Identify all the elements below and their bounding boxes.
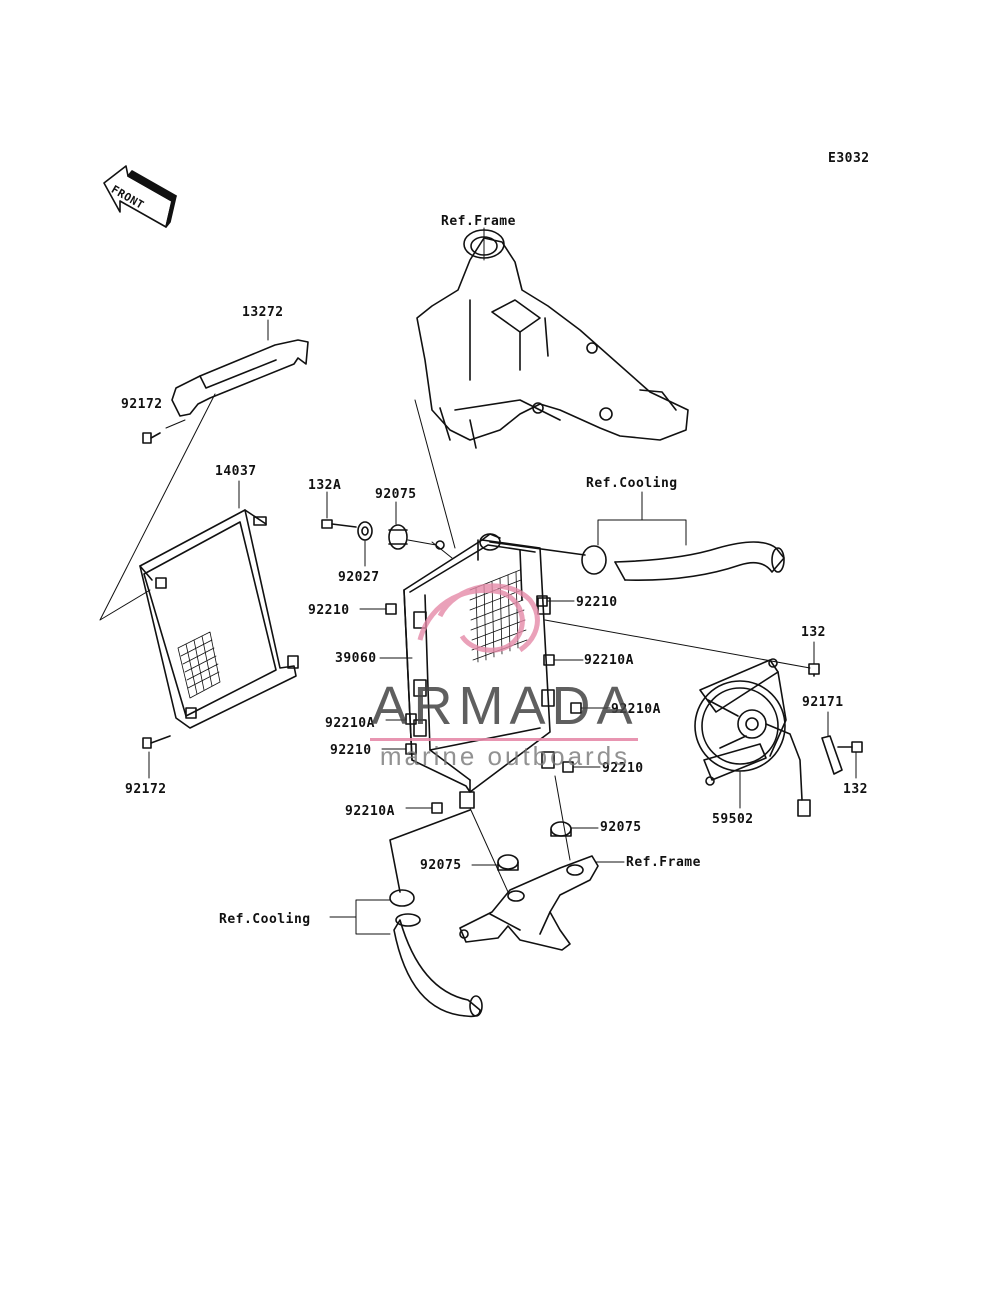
label-ref-cooling-bottom: Ref.Cooling [219,912,311,927]
fan-59502 [694,658,811,817]
clip-92210a-left-2 [431,802,443,814]
hose-top [489,541,785,582]
label-39060: 39060 [335,651,377,666]
label-92172-top: 92172 [121,397,163,412]
label-14037: 14037 [215,464,257,479]
label-92172-bottom: 92172 [125,782,167,797]
label-92210-left-2: 92210 [330,743,372,758]
watermark-subtitle: marine outboards [379,741,631,771]
label-13272: 13272 [242,305,284,320]
clip-92210a-left-1 [405,713,417,725]
label-92075-top: 92075 [375,487,417,502]
diagram-code: E3032 [828,151,870,166]
label-92210-right-1: 92210 [576,595,618,610]
label-92027: 92027 [338,570,380,585]
label-92210a-left-2: 92210A [345,804,395,819]
watermark-underline [370,738,638,741]
radiator-39060 [403,533,555,809]
bracket-13272 [171,339,309,417]
label-92075-right: 92075 [600,820,642,835]
label-92210a-left-1: 92210A [325,716,375,731]
label-59502: 59502 [712,812,754,827]
frame-bottom-part [459,855,599,951]
grommet-92075-bottom [497,854,519,871]
hose-bottom [389,809,483,1018]
front-arrow-icon [103,165,177,228]
clip-92210-left-1 [385,603,397,615]
label-92075-bottom: 92075 [420,858,462,873]
bolt-132-top [808,663,820,677]
bolt-92172-bottom [142,735,171,749]
grommet-92075-right [550,821,572,837]
label-92210a-right-2: 92210A [611,702,661,717]
label-92171: 92171 [802,695,844,710]
watermark-brand: ARMADA [371,676,639,736]
grille-mesh [177,631,221,699]
label-ref-frame-bottom: Ref.Frame [626,855,701,870]
label-92210-left-1: 92210 [308,603,350,618]
watermark-logo-icon [417,583,540,653]
bolt-92172-top [142,432,161,444]
frame-top-part [416,229,689,449]
label-ref-cooling-top: Ref.Cooling [586,476,678,491]
bolt-132-bottom [837,741,863,753]
grommet-92075-top [388,524,408,550]
label-132-bottom: 132 [843,782,868,797]
label-92210a-right-1: 92210A [584,653,634,668]
label-132-top: 132 [801,625,826,640]
collar-92027 [357,521,373,541]
label-ref-frame-top: Ref.Frame [441,214,516,229]
label-132a: 132A [308,478,342,493]
label-92210-right-2: 92210 [602,761,644,776]
clamp-92171 [821,735,843,775]
bolt-132a [321,519,357,529]
grille-14037 [139,509,299,729]
